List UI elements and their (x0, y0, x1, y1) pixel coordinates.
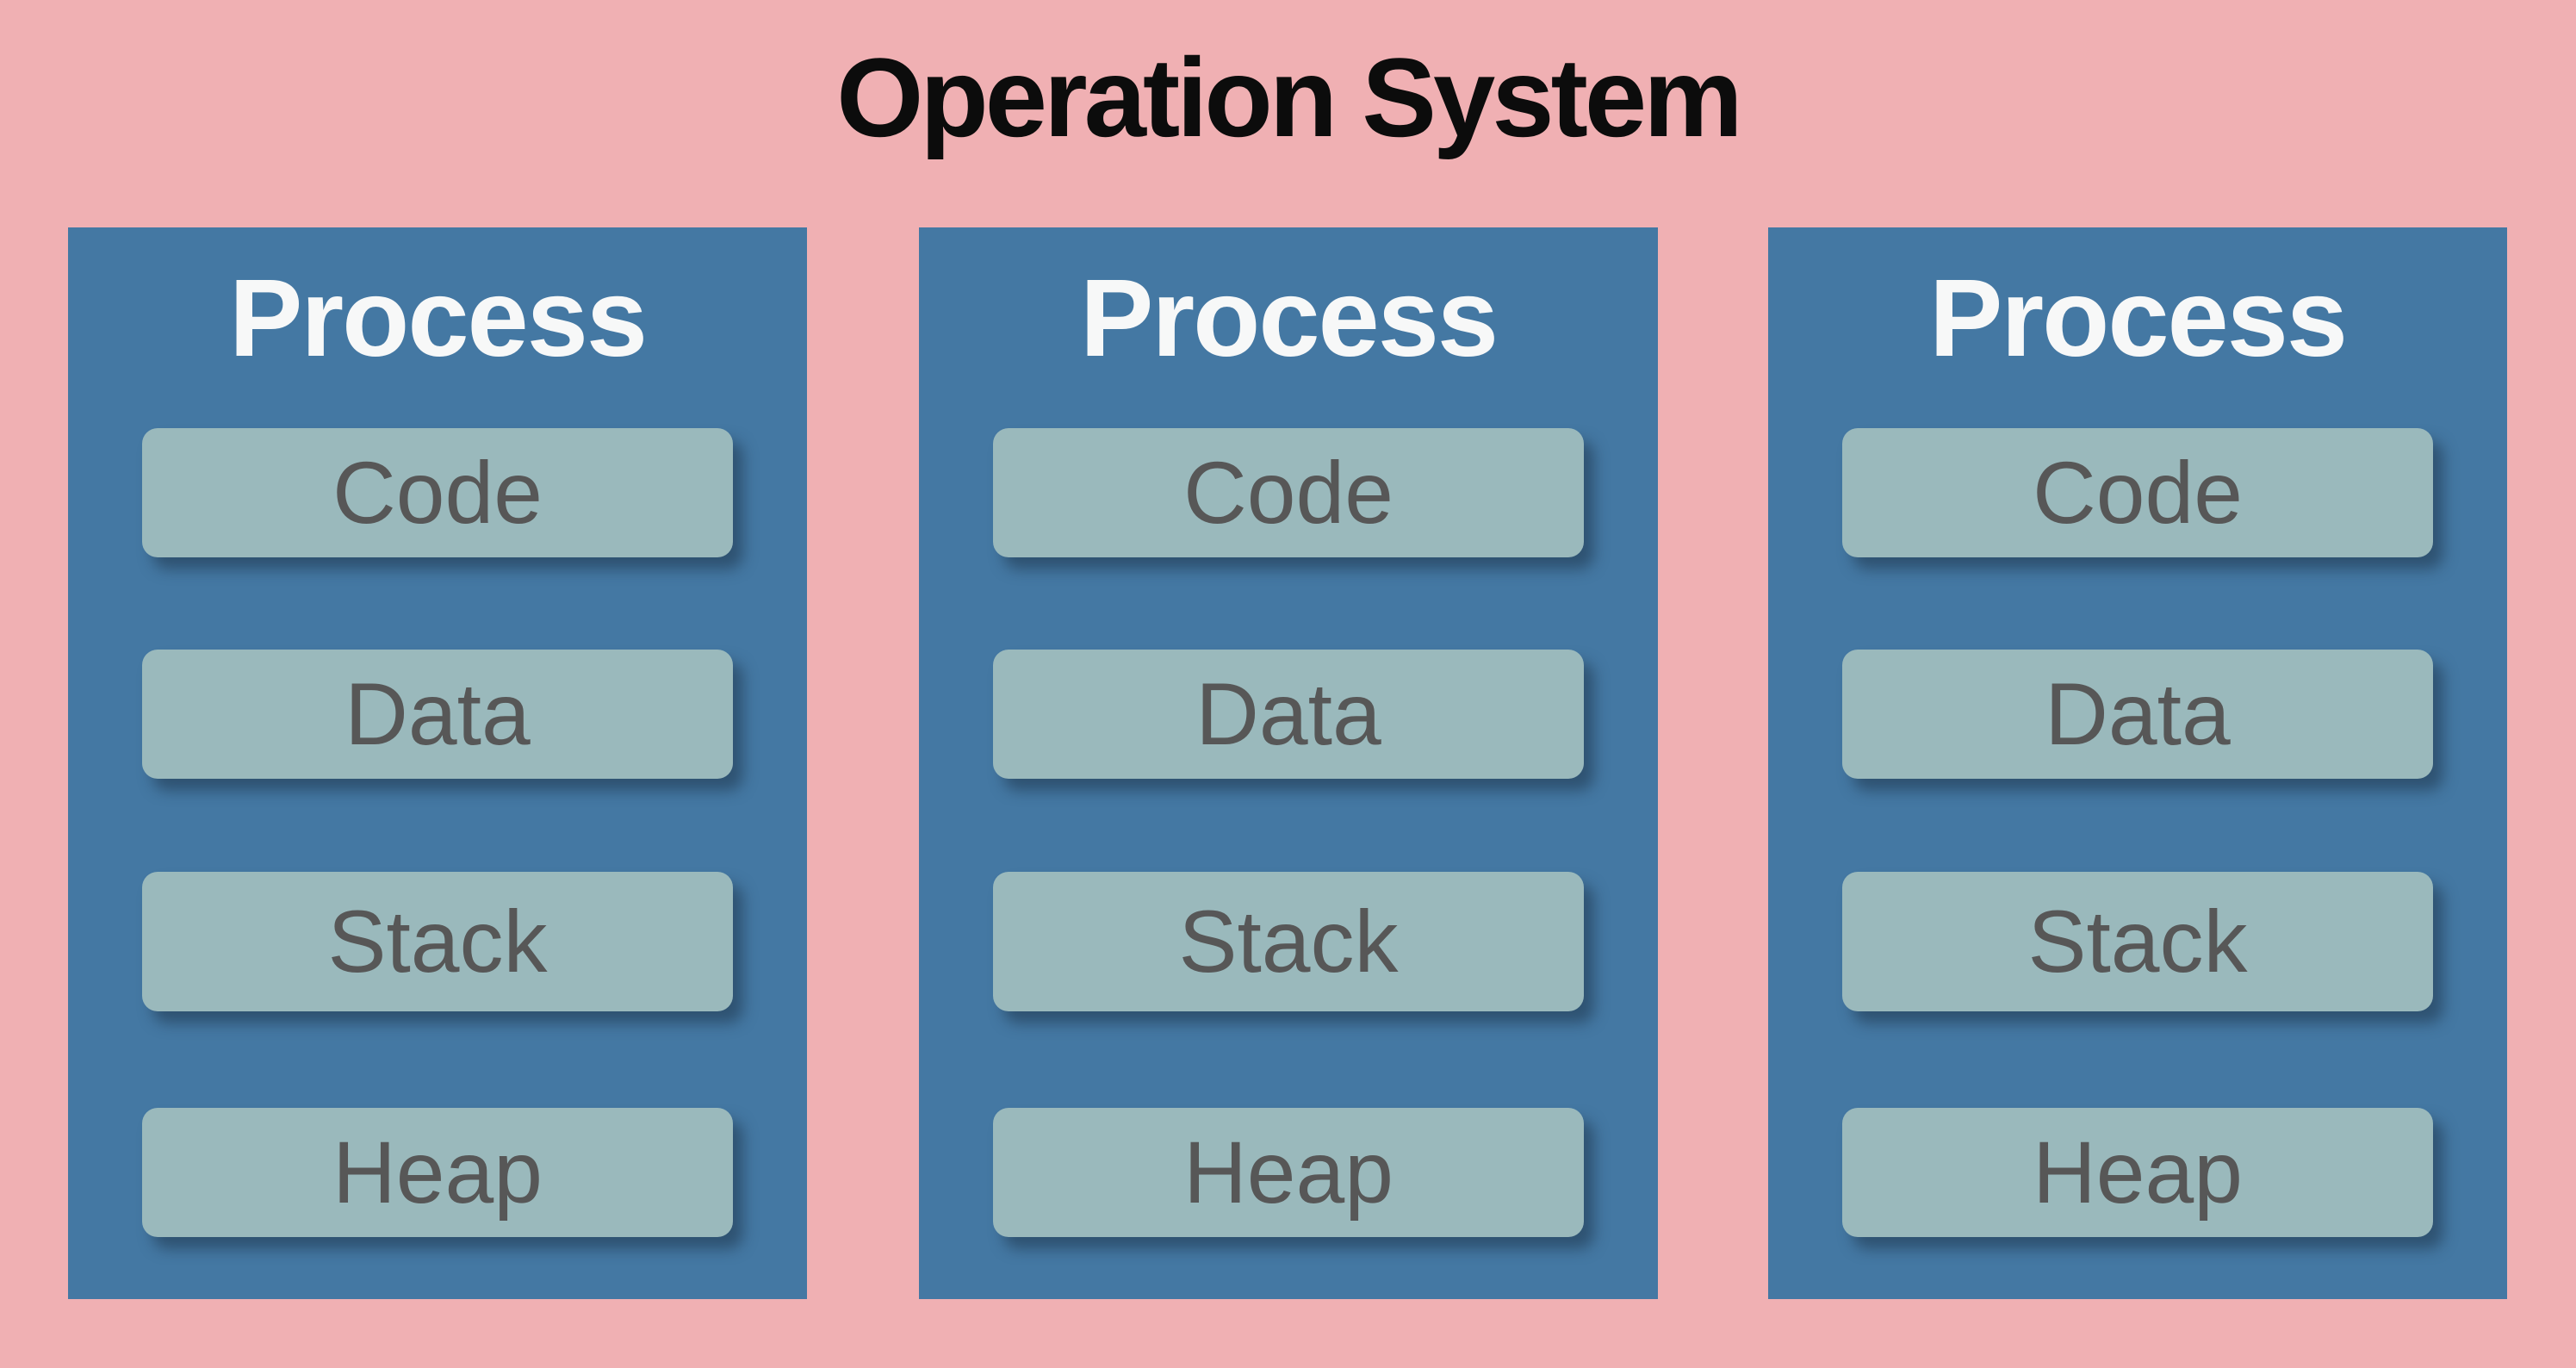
segment-code: Code (993, 428, 1584, 557)
segment-data: Data (993, 650, 1584, 779)
segment-stack: Stack (1842, 872, 2433, 1011)
segment-data: Data (1842, 650, 2433, 779)
segment-stack: Stack (142, 872, 733, 1011)
process-box-1: Process Code Data Stack Heap (68, 227, 807, 1299)
process-box-2: Process Code Data Stack Heap (919, 227, 1658, 1299)
segment-code: Code (142, 428, 733, 557)
os-title: Operation System (836, 34, 1743, 160)
process-title: Process (1928, 257, 2348, 380)
process-box-3: Process Code Data Stack Heap (1768, 227, 2507, 1299)
segment-heap: Heap (142, 1108, 733, 1237)
segment-code: Code (1842, 428, 2433, 557)
segment-stack: Stack (993, 872, 1584, 1011)
segment-data: Data (142, 650, 733, 779)
process-title: Process (228, 257, 648, 380)
segment-heap: Heap (1842, 1108, 2433, 1237)
segment-heap: Heap (993, 1108, 1584, 1237)
process-title: Process (1079, 257, 1499, 380)
